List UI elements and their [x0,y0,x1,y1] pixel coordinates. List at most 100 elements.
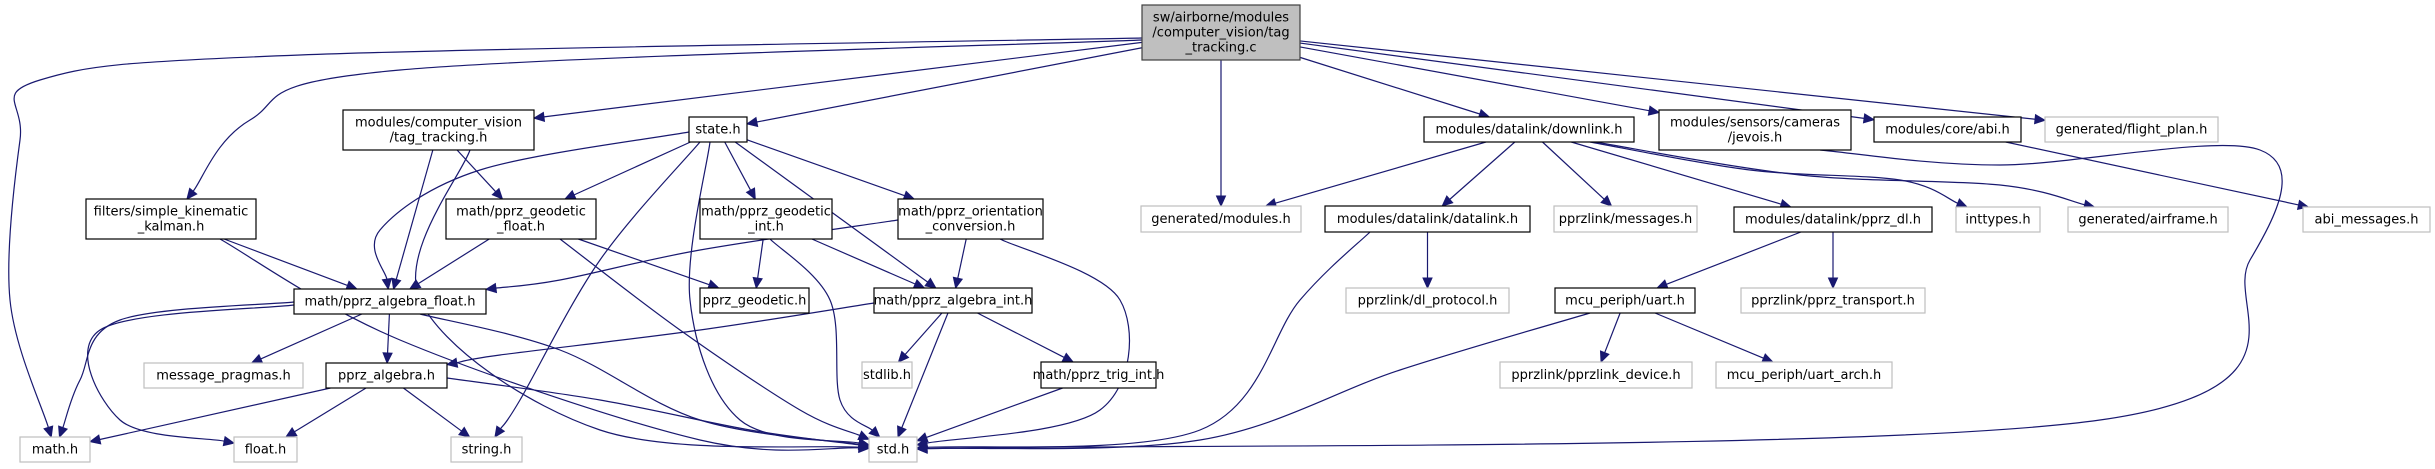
node-pprz-geodetic-h[interactable]: pprz_geodetic.h [699,287,810,314]
edge-tag-tracking-h-to-geodetic-float-h [456,149,504,200]
edge-root-to-downlink-h [1299,56,1491,119]
edge-line [260,313,363,360]
node-box [1553,205,1698,233]
node-box [1140,205,1302,233]
node-label: math/pprz_geodetic [456,205,586,220]
node-box [897,198,1044,240]
edge-line [926,238,1130,444]
edge-jevois-h-to-std-h [915,144,2283,454]
node-orientation-h[interactable]: math/pprz_orientation_conversion.h [897,198,1044,240]
node-label: float.h [245,443,287,458]
node-algebra-float-h[interactable]: math/pprz_algebra_float.h [293,288,487,315]
node-box [1423,116,1635,143]
arrowhead-icon [484,282,498,294]
node-kalman-h[interactable]: filters/simple_kinematic_kalman.h [85,198,257,240]
edge-line [1594,141,2085,206]
node-label: _int.h [747,220,784,235]
node-label: math/pprz_geodetic [701,205,831,220]
node-box [143,362,304,389]
node-jevois-h[interactable]: modules/sensors/cameras/jevois.h [1658,109,1852,151]
node-algebra-int-h[interactable]: math/pprz_algebra_int.h [873,287,1033,314]
edge-line [926,144,2283,450]
node-datalink-h[interactable]: modules/datalink/datalink.h [1324,205,1531,233]
node-label: generated/flight_plan.h [2056,123,2208,138]
node-label: _kalman.h [137,220,205,235]
node-message-pragmas-h: message_pragmas.h [143,362,304,389]
node-abi-h[interactable]: modules/core/abi.h [1873,116,2022,143]
edge-algebra-float-h-to-float-h [87,304,295,447]
arrowhead-icon [1647,105,1661,116]
node-box [1324,205,1531,233]
arrowhead-icon [1655,279,1669,290]
node-label: _tracking.c [1185,41,1257,56]
edge-state-h-to-string-h [494,141,701,439]
edge-line [456,302,875,364]
edge-datalink-h-to-std-h [915,231,1371,453]
node-label: /jevois.h [1728,131,1782,146]
node-box [1040,361,1157,389]
node-box [868,436,918,463]
edge-trig-int-h-to-std-h [915,387,1063,443]
node-box [873,287,1033,314]
arrowhead-icon [857,430,871,441]
node-pprz-dl-h[interactable]: modules/datalink/pprz_dl.h [1733,206,1933,233]
edge-line [926,312,1591,450]
node-airframe-h: generated/airframe.h [2067,206,2229,233]
arrowhead-icon [58,425,69,439]
node-label: math/pprz_algebra_int.h [874,294,1033,309]
node-root[interactable]: sw/airborne/modules/computer_vision/tag_… [1141,4,1301,61]
arrowhead-icon [88,434,102,445]
node-modules-h: generated/modules.h [1140,205,1302,233]
edge-pprz-algebra-h-to-math-h [88,387,331,445]
edge-line [904,312,943,355]
node-flight-plan-h: generated/flight_plan.h [2044,116,2219,143]
node-label: pprzlink/dl_protocol.h [1358,294,1498,309]
arrowhead-icon [391,277,402,291]
node-label: pprz_geodetic.h [703,294,807,309]
node-label: generated/modules.h [1151,212,1290,227]
arrowhead-icon [1761,353,1774,363]
nodes-layer: sw/airborne/modules/computer_vision/tag_… [19,4,2431,463]
edge-line [1654,312,1764,359]
node-geodetic-float-h[interactable]: math/pprz_geodetic_float.h [445,198,597,240]
node-label: /tag_tracking.h [390,131,488,146]
node-state-h[interactable]: state.h [688,116,748,143]
node-uart-h[interactable]: mcu_periph/uart.h [1554,287,1696,314]
node-box [1499,361,1693,389]
node-label: sw/airborne/modules [1153,11,1289,26]
edge-downlink-h-to-inttypes-h [1589,141,1969,208]
edge-line [395,149,434,280]
arrowhead-icon [897,350,910,363]
edge-datalink-h-to-dl-protocol-h [1422,232,1433,290]
edge-orientation-h-to-algebra-int-h [952,238,967,290]
arrowhead-icon [952,276,964,290]
edge-line [87,304,295,442]
node-downlink-h[interactable]: modules/datalink/downlink.h [1423,116,1635,143]
node-box [2302,206,2431,233]
node-box [293,288,487,315]
node-box [1141,4,1301,61]
edge-pprz-algebra-h-to-string-h [403,387,471,438]
arrowhead-icon [458,426,471,438]
node-pprz-algebra-h[interactable]: pprz_algebra.h [325,362,448,389]
node-label: mcu_periph/uart_arch.h [1727,368,1882,383]
edge-line [1299,42,1865,119]
node-stdlib-h: stdlib.h [861,361,913,389]
node-box [699,287,810,314]
node-label: modules/sensors/cameras [1670,116,1840,131]
edge-line [559,238,861,436]
node-label: modules/datalink/datalink.h [1337,212,1518,227]
node-trig-int-h[interactable]: math/pprz_trig_int.h [1033,361,1165,389]
node-label: math/pprz_orientation [898,205,1043,220]
node-geodetic-int-h[interactable]: math/pprz_geodetic_int.h [699,198,833,240]
arrowhead-icon [1441,195,1454,207]
node-label: pprzlink/pprz_transport.h [1751,294,1915,309]
node-label: modules/core/abi.h [1885,123,2010,138]
node-box [450,436,523,463]
arrowhead-icon [186,187,198,200]
node-tag-tracking-h[interactable]: modules/computer_vision/tag_tracking.h [342,109,535,151]
edge-algebra-int-h-to-trig-int-h [977,312,1075,363]
edge-line [1449,141,1516,200]
edge-geodetic-int-h-to-pprz-geodetic-h [752,238,764,290]
arrowhead-icon [381,277,393,291]
